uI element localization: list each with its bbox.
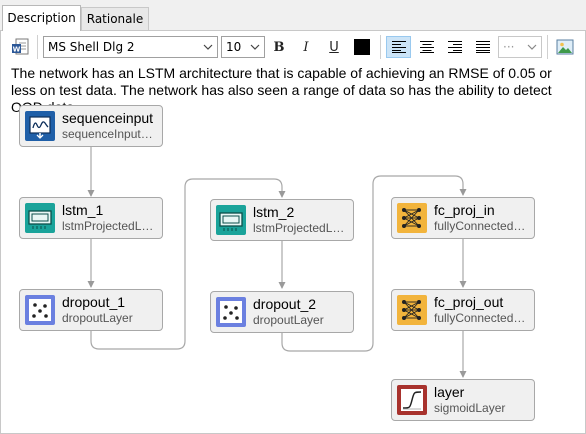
layer-name: lstm_1 [62, 202, 104, 218]
layer-type: lstmProjectedLayer [253, 221, 349, 235]
list-style-value: ··· [503, 40, 515, 54]
chevron-down-icon [203, 44, 213, 50]
dropout-icon [216, 297, 246, 327]
word-document-icon: W [12, 38, 29, 55]
layer-name: dropout_1 [62, 294, 126, 310]
layer-name: lstm_2 [253, 204, 295, 220]
layer-node-lstm_1[interactable]: lstm_1 lstmProjectedLayer [19, 197, 163, 239]
layer-node-fc_proj_out[interactable]: fc_proj_out fullyConnectedLayer [391, 289, 535, 331]
layer-name: fc_proj_out [434, 294, 504, 310]
align-center-icon [419, 41, 434, 53]
chevron-down-icon [250, 44, 260, 50]
font-size-select[interactable]: 10 [221, 36, 265, 58]
description-text[interactable]: The network has an LSTM architecture tha… [11, 65, 552, 115]
align-justify-icon [475, 41, 490, 53]
description-panel: W MS Shell Dlg 2 10 B I U [0, 30, 586, 434]
layer-type: sequenceInputLayer [62, 127, 158, 141]
fully-connected-icon [397, 295, 427, 325]
chevron-down-icon [527, 44, 537, 50]
italic-button[interactable]: I [303, 39, 309, 55]
word-export-button[interactable]: W [9, 36, 33, 58]
sequence-input-icon [25, 111, 55, 141]
lstm-icon [216, 205, 246, 235]
insert-image-button[interactable] [553, 36, 577, 58]
layer-name: fc_proj_in [434, 202, 495, 218]
edge-dropout_1-lstm_2 [90, 178, 286, 350]
tab-strip: Description Rationale [0, 0, 586, 31]
svg-text:W: W [13, 46, 21, 54]
image-icon [556, 39, 574, 55]
list-style-select[interactable]: ··· [498, 36, 542, 58]
layer-node-layer[interactable]: layer sigmoidLayer [391, 379, 535, 421]
toolbar-separator [547, 35, 548, 59]
tab-rationale[interactable]: Rationale [81, 7, 149, 30]
align-right-button[interactable] [442, 36, 467, 58]
layer-type: dropoutLayer [62, 311, 133, 325]
tab-description[interactable]: Description [2, 5, 81, 31]
text-color-swatch [354, 39, 370, 55]
font-size-value: 10 [226, 40, 242, 54]
layer-type: sigmoidLayer [434, 401, 506, 415]
sigmoid-icon [397, 385, 427, 415]
layer-name: sequenceinput [62, 110, 154, 126]
lstm-icon [25, 203, 55, 233]
layer-type: fullyConnectedLayer [434, 219, 530, 233]
layer-node-dropout_1[interactable]: dropout_1 dropoutLayer [19, 289, 163, 331]
underline-button[interactable]: U [329, 39, 339, 55]
layer-type: dropoutLayer [253, 313, 324, 327]
layer-name: dropout_2 [253, 296, 317, 312]
layer-type: lstmProjectedLayer [62, 219, 158, 233]
dropout-icon [25, 295, 55, 325]
layer-node-fc_proj_in[interactable]: fc_proj_in fullyConnectedLayer [391, 197, 535, 239]
layer-node-lstm_2[interactable]: lstm_2 lstmProjectedLayer [210, 199, 354, 241]
font-family-select[interactable]: MS Shell Dlg 2 [43, 36, 218, 58]
align-left-icon [391, 41, 406, 53]
align-right-icon [447, 41, 462, 53]
text-color-button[interactable] [351, 36, 373, 58]
layer-name: layer [434, 384, 465, 400]
toolbar-separator [380, 35, 381, 59]
layer-type: fullyConnectedLayer [434, 311, 530, 325]
layer-node-dropout_2[interactable]: dropout_2 dropoutLayer [210, 291, 354, 333]
connection-lines [87, 147, 467, 378]
edge-dropout_2-fc_proj_in [281, 175, 467, 352]
align-left-button[interactable] [386, 36, 411, 58]
layer-node-sequenceinput[interactable]: sequenceinput sequenceInputLayer [19, 105, 163, 147]
align-center-button[interactable] [414, 36, 439, 58]
fully-connected-icon [397, 203, 427, 233]
formatting-toolbar: W MS Shell Dlg 2 10 B I U [1, 31, 585, 61]
toolbar-separator [37, 35, 38, 59]
font-family-value: MS Shell Dlg 2 [48, 40, 135, 54]
align-justify-button[interactable] [470, 36, 495, 58]
network-diagram: sequenceinput sequenceInputLayer lstm_1 [1, 31, 585, 433]
bold-button[interactable]: B [273, 39, 285, 55]
